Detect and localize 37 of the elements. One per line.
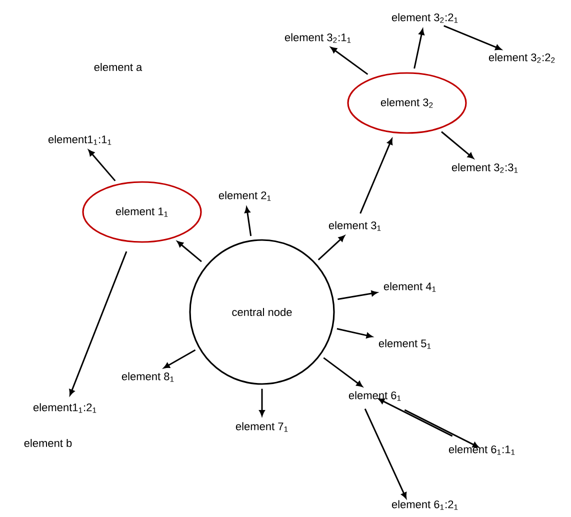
node-label: element 7$_{1}$ [236,422,288,432]
arrow [360,138,393,214]
node-label: element 3$_{2}$:3$_{1}$ [452,163,518,173]
node-label: element 8$_{1}$ [122,372,174,382]
arrow [177,241,202,262]
node-label: element 6$_{1}$:1$_{1}$ [448,445,515,455]
arrow [441,131,474,159]
ellipse-node: element 3$_{2}$ [347,72,467,134]
arrow [244,206,252,236]
node-label: element 6$_{1}$ [348,391,401,401]
ellipse-node: element 1$_{1}$ [82,181,202,243]
arrow [69,251,128,396]
node-label: element 3$_{2}$:2$_{2}$ [488,53,555,63]
arrow [318,235,345,260]
arrow [336,328,372,338]
node-label: element 2$_{1}$ [218,191,271,201]
arrow [364,408,407,498]
arrow [164,349,196,368]
free-label: element a [94,62,142,72]
arrow [444,25,502,50]
node-label: element1$_{1}$:1$_{1}$ [48,135,112,145]
arrow [404,409,479,448]
arrow [414,28,424,69]
node-label: element 3$_{2}$:1$_{1}$ [284,33,351,43]
arrow [330,47,368,75]
arrow [259,388,265,416]
arrow [338,290,378,300]
node-label: element 5$_{1}$ [378,339,431,349]
free-label: element b [24,438,72,448]
node-label: element1$_{1}$:2$_{1}$ [33,403,96,413]
node-label: element 4$_{1}$ [384,282,436,292]
node-label: element 3$_{2}$:2$_{1}$ [392,13,458,23]
node-label: element 6$_{1}$:2$_{1}$ [392,500,458,510]
arrow [88,150,116,182]
arrow [378,398,453,437]
node-label: element 3$_{1}$ [328,221,381,231]
arrow [323,357,363,387]
